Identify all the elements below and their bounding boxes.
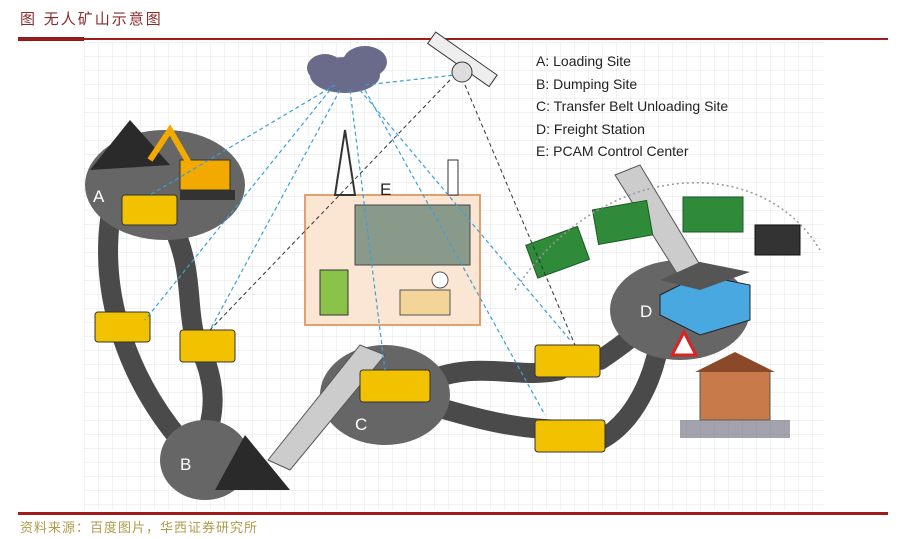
server [319, 269, 349, 316]
satellite-icon [426, 31, 498, 88]
figure-title: 图 无人矿山示意图 [20, 10, 163, 28]
footer-divider [18, 512, 888, 515]
site-label-d: D [640, 302, 653, 321]
wireless-links [144, 74, 571, 416]
signal-tower [333, 129, 357, 196]
operator-desk [399, 289, 451, 316]
freight-train [525, 196, 801, 279]
warning-sign-icon [669, 328, 699, 357]
legend: A: Loading Site B: Dumping Site C: Trans… [536, 50, 728, 163]
coal-pile [215, 435, 290, 490]
site-label-a: A [93, 187, 105, 206]
railway [514, 182, 821, 291]
cloud-icon [307, 46, 387, 93]
control-center-box [304, 194, 481, 326]
header-divider [18, 38, 888, 40]
site-label-b: B [180, 455, 192, 474]
site-label-e: E [380, 180, 392, 199]
monitor-wall [354, 204, 471, 266]
source-note: 资料来源：百度图片，华西证券研究所 [20, 521, 259, 536]
belt-conveyor [267, 344, 386, 471]
trucks [94, 194, 606, 453]
satellite-links [209, 79, 576, 346]
railway-station-house [680, 352, 790, 438]
antenna-icon [447, 159, 459, 196]
legend-item: D: Freight Station [536, 120, 645, 137]
legend-item: A: Loading Site [536, 53, 631, 69]
legend-item: C: Transfer Belt Unloading Site [536, 98, 729, 114]
legend-item: E: PCAM Control Center [536, 143, 689, 159]
excavator [147, 124, 235, 200]
legend-item: B: Dumping Site [536, 75, 638, 92]
site-label-c: C [355, 415, 368, 434]
freight-station-building [659, 262, 751, 336]
